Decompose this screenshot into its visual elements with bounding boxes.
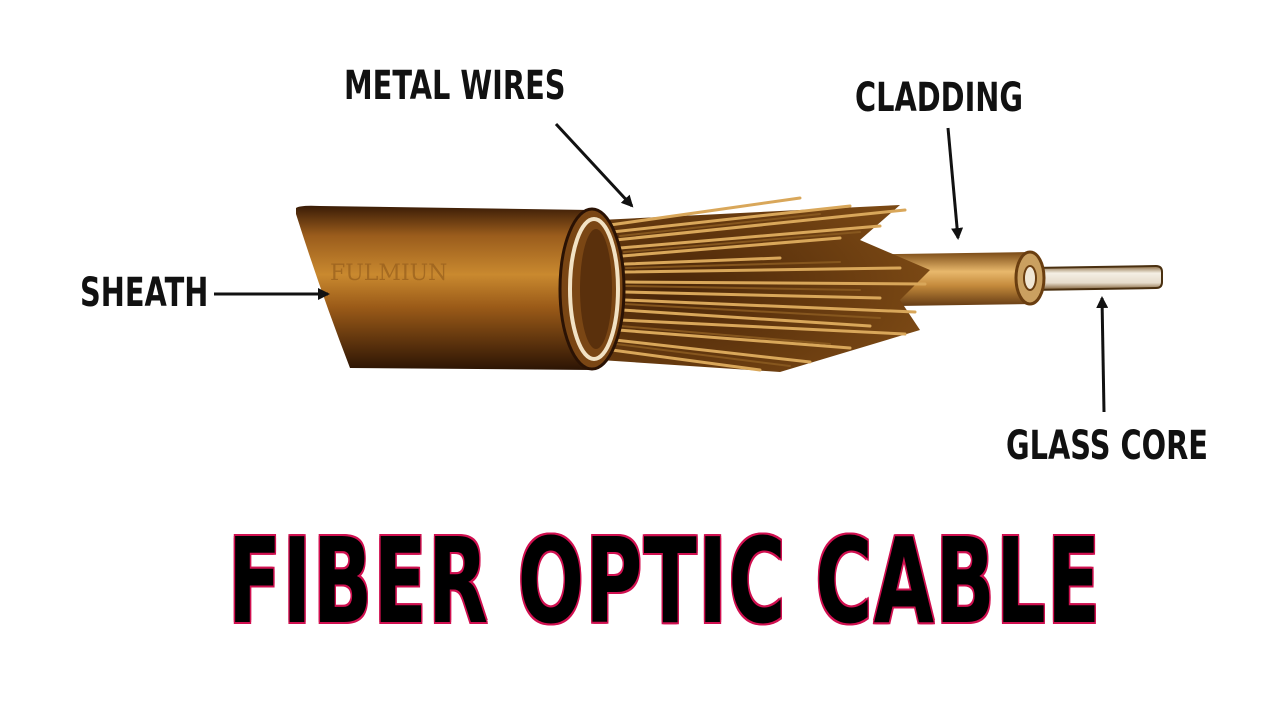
metal-wires-part <box>600 196 930 372</box>
metal-wires-label: METAL WIRES <box>344 63 566 109</box>
cladding-arrow <box>946 127 964 240</box>
diagram-title: FIBER OPTIC CABLE <box>227 512 1102 650</box>
glass-core-arrow <box>1096 296 1109 413</box>
metal-wires-arrow <box>554 122 634 208</box>
pointer-arrows <box>214 122 1109 413</box>
sheath-imprint: FULMIUN <box>330 261 447 286</box>
sheath-label: SHEATH <box>80 270 209 316</box>
glass-core-label: GLASS CORE <box>1006 423 1208 469</box>
glass-core-part <box>1029 264 1163 292</box>
sheath-part: FULMIUN <box>296 205 626 371</box>
cladding-label: CLADDING <box>855 75 1024 121</box>
